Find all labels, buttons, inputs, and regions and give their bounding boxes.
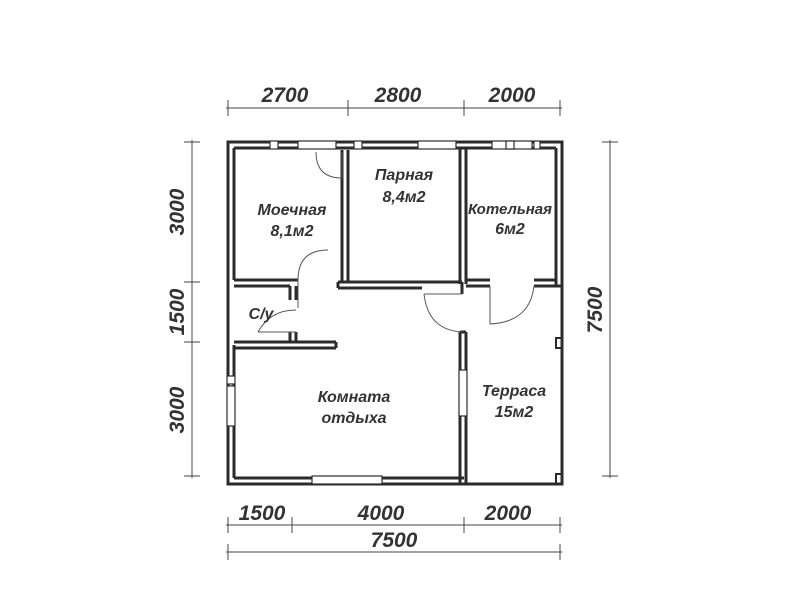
room-terrasa-name: Терраса: [482, 383, 546, 400]
windows: [226, 140, 541, 485]
walls: [226, 140, 564, 486]
room-parnaya-area: 8,4м2: [383, 189, 426, 206]
room-terrasa-area: 15м2: [495, 404, 534, 421]
room-parnaya-name: Парная: [375, 167, 434, 184]
dim-left-2: 1500: [166, 288, 189, 335]
room-moechnaya-name: Моечная: [258, 202, 327, 219]
room-moechnaya-area: 8,1м2: [271, 223, 314, 240]
dim-right: 7500: [584, 286, 607, 333]
room-komnata-line1: Комната: [318, 389, 391, 406]
dimension-lines: [184, 100, 618, 560]
dim-top-2: 2800: [374, 84, 422, 107]
dim-left-1: 3000: [166, 188, 189, 235]
room-komnata-line2: отдыха: [322, 410, 387, 427]
dim-left-3: 3000: [166, 386, 189, 433]
dim-bottom-1: 1500: [239, 502, 286, 525]
dim-bottom-2: 4000: [357, 502, 405, 525]
room-su-name: С/у: [249, 306, 275, 323]
dim-top-3: 2000: [488, 84, 536, 107]
dim-bottom-3: 2000: [484, 502, 532, 525]
dim-bottom-total: 7500: [371, 529, 418, 552]
room-kotelnaya-name: Котельная: [468, 201, 552, 218]
dim-top-1: 2700: [261, 84, 309, 107]
doors: [257, 151, 535, 333]
room-kotelnaya-area: 6м2: [495, 221, 525, 238]
